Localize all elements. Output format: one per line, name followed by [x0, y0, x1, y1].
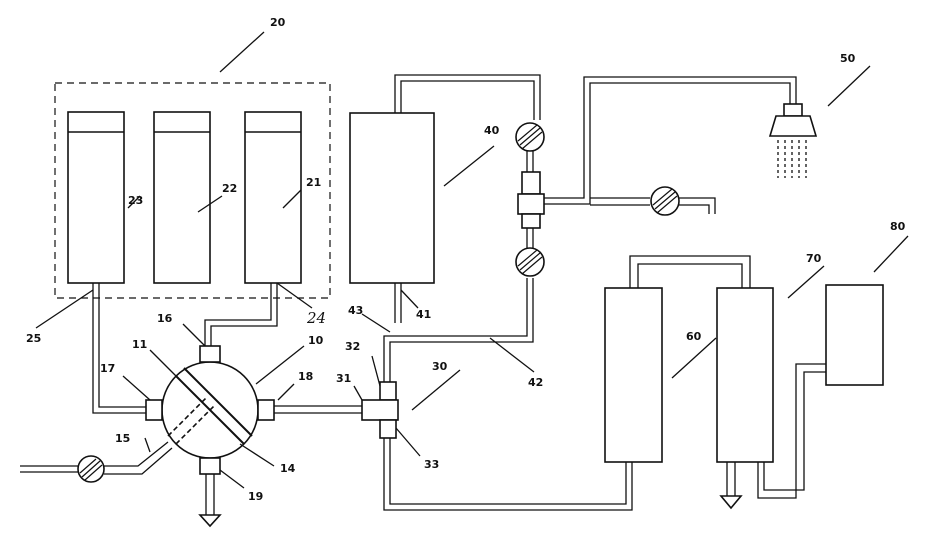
label-31: 31 — [336, 372, 351, 385]
tank-outlet-41 — [394, 283, 402, 323]
label-16: 16 — [157, 312, 173, 325]
pipe-60-to-70 — [629, 255, 751, 288]
port-19 — [199, 457, 221, 475]
label-30: 30 — [432, 360, 448, 373]
inlet-pipe-15 — [104, 441, 173, 475]
label-10: 10 — [308, 334, 324, 347]
label-60: 60 — [686, 330, 702, 343]
drain-arrow-70-icon — [719, 495, 743, 510]
label-15: 15 — [115, 432, 130, 445]
inlet-valve-icon — [77, 455, 105, 483]
port-17 — [145, 399, 163, 421]
pipe-33-to-60 — [383, 438, 633, 511]
label-21: 21 — [306, 176, 321, 189]
label-18: 18 — [298, 370, 313, 383]
label-43: 43 — [348, 304, 363, 317]
shower-head-icon — [768, 103, 818, 178]
heater-tank-40 — [349, 112, 435, 284]
label-25: 25 — [26, 332, 41, 345]
pipe-21-to-16 — [204, 283, 278, 346]
label-33: 33 — [424, 458, 439, 471]
pipe-upper-valve-to-tee — [526, 151, 534, 172]
label-23: 23 — [128, 194, 143, 207]
label-19: 19 — [248, 490, 263, 503]
port-18 — [257, 399, 275, 421]
mixing-tee — [517, 171, 545, 229]
link-70-to-80 — [757, 363, 826, 499]
tank-top-pipe — [394, 74, 541, 120]
label-20: 20 — [270, 16, 286, 29]
filter-70 — [716, 287, 774, 463]
faucet-valve-icon — [650, 186, 680, 216]
cartridge-21 — [244, 111, 302, 284]
cartridge-22 — [153, 111, 211, 284]
pipe-42-43 — [383, 278, 534, 382]
drain-19 — [205, 474, 215, 515]
label-14: 14 — [280, 462, 296, 475]
pipe-23-to-17 — [92, 283, 146, 414]
label-50: 50 — [840, 52, 856, 65]
faucet-spout — [679, 197, 716, 214]
drain-70 — [726, 462, 736, 496]
cartridge-group-outline — [54, 82, 331, 299]
label-70: 70 — [806, 252, 822, 265]
inlet-pipe — [20, 465, 78, 473]
drain-arrow-icon — [198, 514, 222, 528]
port-16 — [199, 345, 221, 363]
controller-80 — [825, 284, 884, 386]
label-40: 40 — [484, 124, 500, 137]
pipe-to-faucet-valve — [590, 197, 650, 206]
label-32: 32 — [345, 340, 360, 353]
leader-lines — [35, 31, 909, 489]
pipe-to-shower — [544, 76, 797, 205]
cartridge-23 — [67, 111, 125, 284]
label-41: 41 — [416, 308, 431, 321]
label-22: 22 — [222, 182, 237, 195]
multiport-valve — [161, 361, 259, 459]
filter-60 — [604, 287, 663, 463]
label-17: 17 — [100, 362, 115, 375]
upper-valve-icon — [515, 122, 545, 152]
label-11: 11 — [132, 338, 147, 351]
pipe-tee-to-lower-valve — [526, 228, 534, 248]
label-42: 42 — [528, 376, 543, 389]
lower-valve-icon — [515, 247, 545, 277]
pipe-18-to-31 — [274, 405, 362, 414]
label-80: 80 — [890, 220, 906, 233]
label-24: 24 — [306, 309, 326, 327]
tee-30 — [361, 381, 399, 439]
